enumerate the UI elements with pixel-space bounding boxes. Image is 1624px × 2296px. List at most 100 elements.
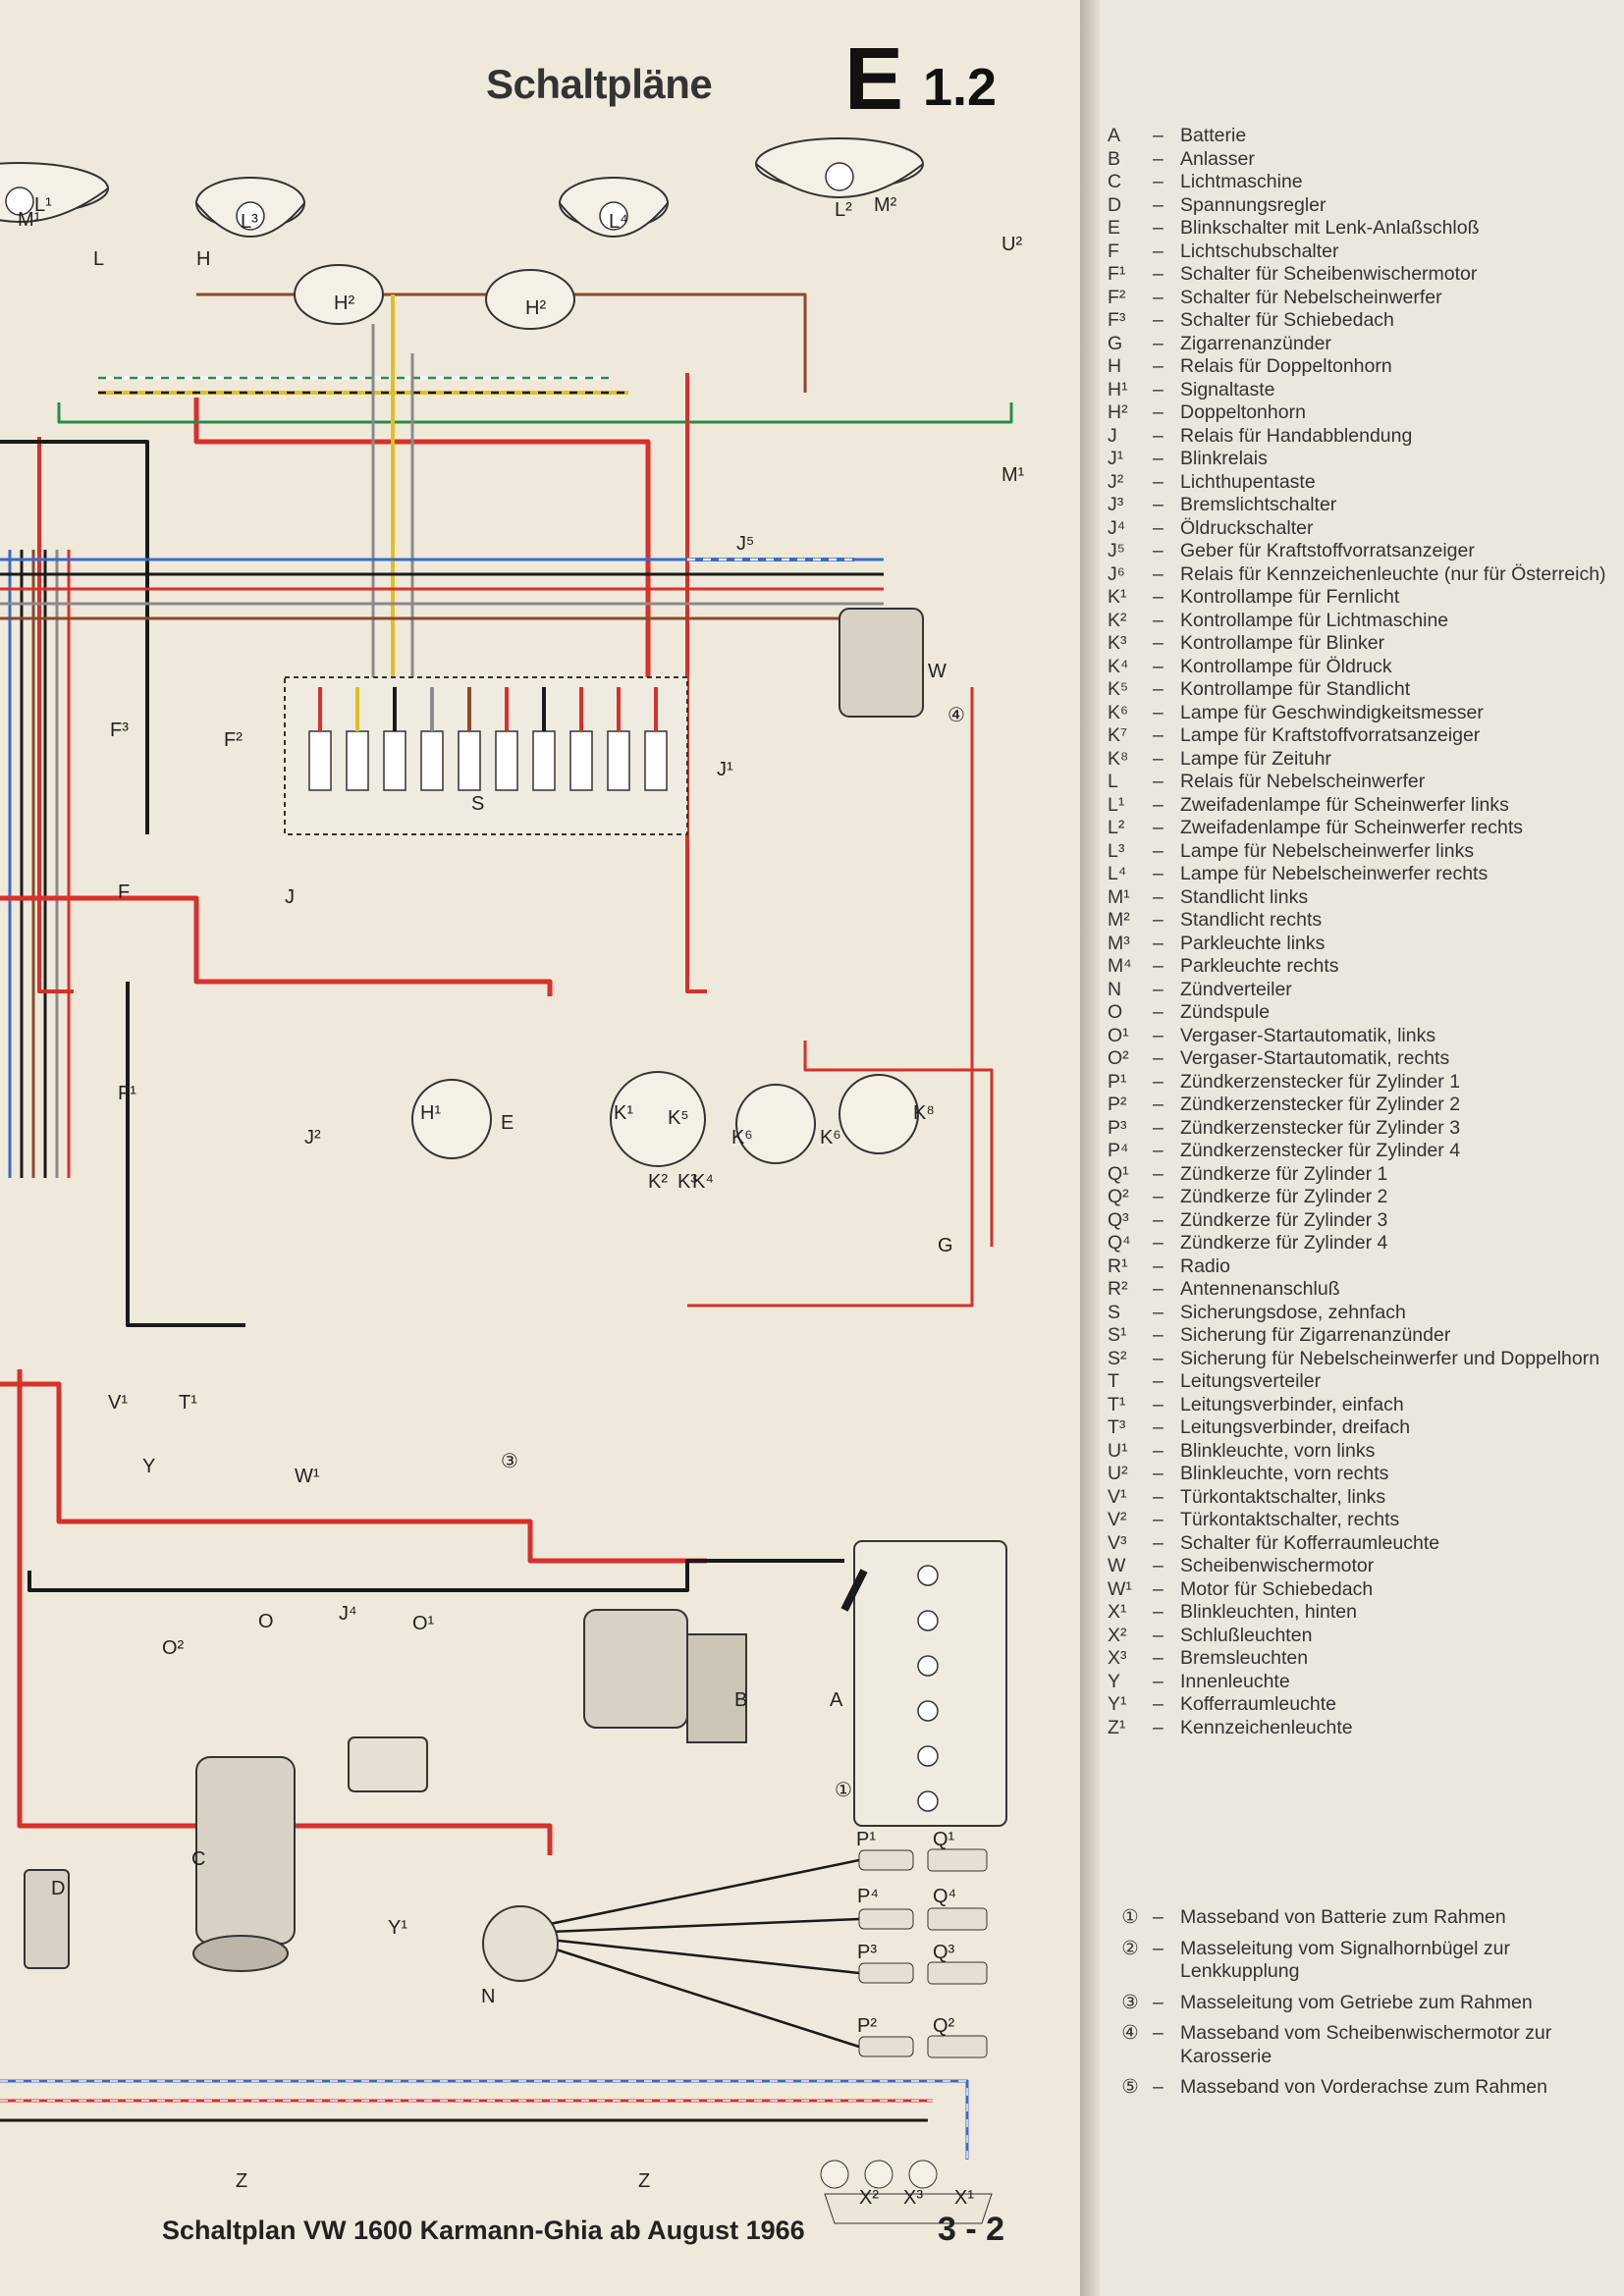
component-label: J¹ bbox=[717, 759, 733, 780]
legend-text: Blinkleuchte, vorn rechts bbox=[1180, 1463, 1389, 1484]
starter-solenoid bbox=[686, 1633, 747, 1743]
component-label: P² bbox=[857, 2015, 877, 2037]
battery bbox=[853, 1540, 1007, 1827]
legend-dash: – bbox=[1153, 1463, 1164, 1484]
legend-item: V¹–Türkontaktschalter, links bbox=[1108, 1486, 1618, 1510]
component-label: O bbox=[258, 1611, 274, 1632]
legend-code: X¹ bbox=[1108, 1601, 1127, 1623]
legend-code: B bbox=[1108, 147, 1121, 170]
legend-item: C–Lichtmaschine bbox=[1108, 171, 1618, 194]
legend-code: M² bbox=[1108, 909, 1130, 931]
note-item: ②–Masseleitung vom Signalhornbügel zur L… bbox=[1108, 1938, 1618, 1984]
component-label: E bbox=[501, 1112, 514, 1134]
legend-dash: – bbox=[1153, 1116, 1164, 1139]
component-label: X² bbox=[859, 2187, 879, 2209]
component-label: B bbox=[734, 1689, 747, 1711]
legend-dash: – bbox=[1153, 724, 1164, 746]
component-label: D bbox=[51, 1878, 65, 1899]
legend-dash: – bbox=[1153, 1140, 1164, 1161]
power-wire bbox=[37, 437, 74, 993]
component-label: J⁴ bbox=[339, 1603, 357, 1625]
legend-item: P⁴–Zündkerzenstecker für Zylinder 4 bbox=[1108, 1140, 1618, 1163]
legend-dash: – bbox=[1153, 1716, 1164, 1738]
legend-text: Leitungsverbinder, dreifach bbox=[1180, 1416, 1411, 1438]
legend-text: Zündkerze für Zylinder 4 bbox=[1180, 1232, 1388, 1254]
legend-text: Batterie bbox=[1180, 125, 1247, 146]
legend-text: Schlußleuchten bbox=[1180, 1624, 1313, 1646]
distributor bbox=[482, 1905, 559, 1982]
legend-item: X¹–Blinkleuchten, hinten bbox=[1108, 1601, 1618, 1625]
note-text: Masseband von Batterie zum Rahmen bbox=[1180, 1906, 1506, 1928]
spark-plug bbox=[927, 1848, 988, 1872]
legend-item: Q²–Zündkerze für Zylinder 2 bbox=[1108, 1186, 1618, 1209]
legend-code: H² bbox=[1108, 401, 1128, 423]
legend-dash: – bbox=[1153, 885, 1164, 908]
component-label: O² bbox=[162, 1637, 185, 1659]
legend-item: Q³–Zündkerze für Zylinder 3 bbox=[1108, 1209, 1618, 1233]
legend-text: Lichtmaschine bbox=[1180, 171, 1303, 192]
page-gutter bbox=[1080, 0, 1100, 2296]
legend-text: Leitungsverteiler bbox=[1180, 1370, 1322, 1392]
legend-code: J¹ bbox=[1108, 448, 1124, 469]
headlamp-left-bulb bbox=[5, 187, 34, 216]
legend-dash: – bbox=[1153, 540, 1164, 561]
spark-plug bbox=[927, 2035, 988, 2058]
component-label: C bbox=[191, 1848, 205, 1870]
legend-dash: – bbox=[1153, 1370, 1164, 1392]
legend-code: R² bbox=[1108, 1278, 1128, 1300]
component-label: L² bbox=[835, 199, 852, 221]
legend-code: P⁴ bbox=[1108, 1140, 1129, 1161]
legend-text: Lampe für Nebelscheinwerfer rechts bbox=[1180, 863, 1489, 884]
legend-code: L⁴ bbox=[1108, 863, 1127, 884]
legend-item: K⁸–Lampe für Zeituhr bbox=[1108, 748, 1618, 772]
legend-dash: – bbox=[1153, 1162, 1164, 1185]
legend-text: Zündkerze für Zylinder 2 bbox=[1180, 1186, 1388, 1207]
legend-dash: – bbox=[1153, 1439, 1164, 1462]
legend-text: Schalter für Kofferraumleuchte bbox=[1180, 1531, 1440, 1554]
legend-code: L bbox=[1108, 771, 1118, 792]
legend-item: L⁴–Lampe für Nebelscheinwerfer rechts bbox=[1108, 863, 1618, 886]
legend-code: P² bbox=[1108, 1094, 1127, 1115]
legend-item: J⁶–Relais für Kennzeichenleuchte (nur fü… bbox=[1108, 563, 1618, 587]
spark-plug-connector bbox=[858, 2036, 914, 2057]
note-item: ⑤–Masseband von Vorderachse zum Rahmen bbox=[1108, 2076, 1618, 2100]
legend-code: J⁶ bbox=[1108, 562, 1125, 585]
ignition-lead bbox=[549, 1946, 860, 2049]
legend-item: D–Spannungsregler bbox=[1108, 194, 1618, 218]
legend-dash: – bbox=[1153, 378, 1164, 400]
legend-dash: – bbox=[1153, 1255, 1164, 1277]
legend-dash: – bbox=[1153, 1416, 1164, 1438]
legend-dash: – bbox=[1153, 240, 1164, 262]
legend-item: J²–Lichthupentaste bbox=[1108, 471, 1618, 495]
legend-code: Z¹ bbox=[1108, 1716, 1126, 1738]
legend-code: X² bbox=[1108, 1624, 1127, 1646]
legend-dash: – bbox=[1153, 1070, 1164, 1093]
ground-wire bbox=[126, 982, 245, 1327]
legend-text: Zigarrenanzünder bbox=[1180, 332, 1331, 354]
legend-text: Türkontaktschalter, links bbox=[1180, 1485, 1386, 1508]
note-text: Masseband von Vorderachse zum Rahmen bbox=[1180, 2076, 1547, 2098]
legend-dash: – bbox=[1153, 1531, 1164, 1554]
legend-code: E bbox=[1108, 217, 1121, 239]
legend-code: K¹ bbox=[1108, 586, 1127, 608]
legend-item: P²–Zündkerzenstecker für Zylinder 2 bbox=[1108, 1094, 1618, 1117]
legend-item: P³–Zündkerzenstecker für Zylinder 3 bbox=[1108, 1117, 1618, 1141]
ignition-coil bbox=[348, 1736, 428, 1792]
battery-strap bbox=[840, 1569, 868, 1612]
legend-dash: – bbox=[1153, 701, 1164, 723]
legend-dash: – bbox=[1153, 217, 1164, 239]
legend-code: T³ bbox=[1108, 1416, 1126, 1438]
ground-wire bbox=[0, 440, 149, 834]
legend-item: B–Anlasser bbox=[1108, 148, 1618, 172]
legend-code: T¹ bbox=[1108, 1393, 1126, 1415]
legend-code: K⁷ bbox=[1108, 724, 1128, 746]
legend-code: Q¹ bbox=[1108, 1162, 1129, 1185]
legend-item: L³–Lampe für Nebelscheinwerfer links bbox=[1108, 840, 1618, 864]
component-label: Y¹ bbox=[388, 1917, 407, 1939]
note-dash: – bbox=[1153, 2022, 1164, 2044]
legend-text: Relais für Nebelscheinwerfer bbox=[1180, 771, 1426, 792]
legend-item: W¹–Motor für Schiebedach bbox=[1108, 1578, 1618, 1602]
legend-text: Bremslichtschalter bbox=[1180, 494, 1337, 515]
component-label: J bbox=[285, 886, 295, 908]
